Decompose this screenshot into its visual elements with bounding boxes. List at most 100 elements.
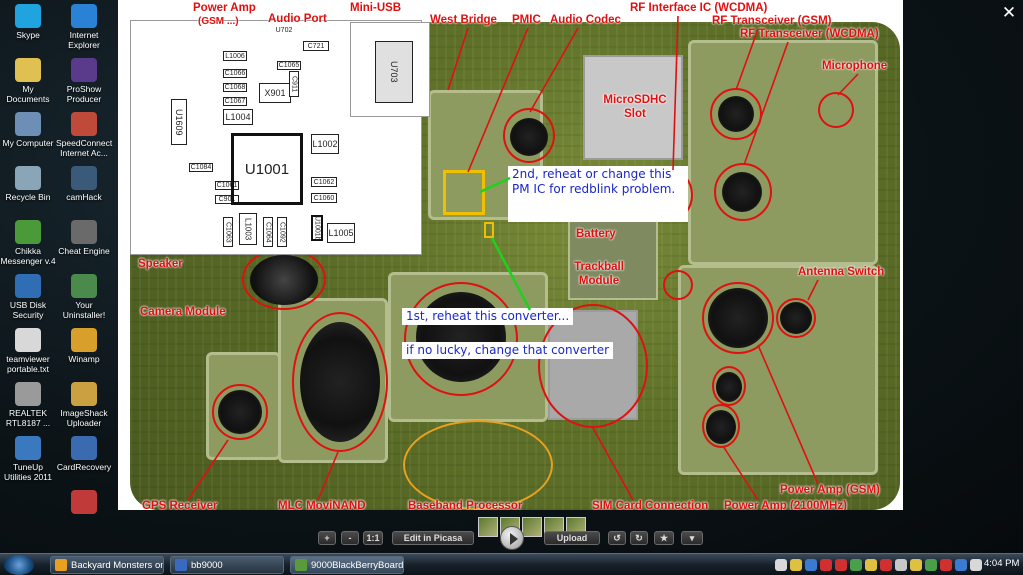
desktop-icon-label: CardRecovery [56, 462, 112, 472]
sch-c1068: C1068 [223, 83, 247, 92]
app-icon [71, 274, 97, 298]
desktop-icon[interactable]: REALTEK RTL8187 ... [0, 382, 56, 428]
actual-size-button[interactable]: 1:1 [363, 531, 383, 545]
desktop-icon[interactable]: SpeedConnect Internet Ac... [56, 112, 112, 158]
tray-icon[interactable] [925, 559, 937, 571]
zoom-out-button[interactable]: - [341, 531, 359, 545]
label-gps-receiver: GPS Receiver [142, 500, 218, 510]
desktop-icon[interactable]: Your Uninstaller! [56, 274, 112, 320]
app-icon [71, 58, 97, 82]
taskbar-button-bb9000[interactable]: bb9000 [170, 556, 284, 574]
close-viewer-button[interactable]: ✕ [1001, 3, 1017, 23]
desktop-icon[interactable]: Chikka Messenger v.4 [0, 220, 56, 266]
tray-icon[interactable] [835, 559, 847, 571]
pm-ic-highlight-box [443, 170, 485, 215]
desktop-icon[interactable]: TuneUp Utilities 2011 [0, 436, 56, 482]
taskbar-clock[interactable]: 4:04 PM [984, 558, 1020, 569]
arrow-converter [490, 237, 532, 311]
ring-rf-wcdma [714, 163, 772, 221]
desktop-icon[interactable]: My Computer [0, 112, 56, 148]
label-camera-module: Camera Module [140, 306, 226, 318]
desktop-icon[interactable]: Skype [0, 4, 56, 40]
tray-icon[interactable] [895, 559, 907, 571]
label-trackball-module: Trackball Module [574, 261, 624, 287]
sch-l1002: L1002 [311, 134, 339, 154]
desktop-icon[interactable]: Winamp [56, 328, 112, 364]
tray-icon[interactable] [850, 559, 862, 571]
sch-c1062: C1062 [311, 177, 337, 187]
label-antenna-switch: Antenna Switch [798, 266, 885, 278]
desktop-icon[interactable]: My Documents [0, 58, 56, 104]
desktop-icon[interactable]: Cheat Engine [56, 220, 112, 256]
line-rf-interface [672, 15, 679, 171]
star-button[interactable]: ★ [654, 531, 674, 545]
line-pa-2100 [722, 445, 759, 501]
desktop-icon-label: Recycle Bin [5, 192, 51, 202]
start-button[interactable] [4, 555, 34, 575]
desktop-icon[interactable]: Recycle Bin [0, 166, 56, 202]
tray-icon[interactable] [955, 559, 967, 571]
taskbar-button-backyard-monsters[interactable]: Backyard Monsters on... [50, 556, 164, 574]
line-nand [317, 451, 339, 501]
desktop-icon-label: Internet Explorer [68, 30, 100, 50]
system-tray [775, 556, 982, 574]
ring-power-amp-b [702, 404, 740, 448]
tray-icon[interactable] [940, 559, 952, 571]
sch-c1092: C1092 [277, 217, 287, 247]
sch-u703: U703 [375, 41, 413, 103]
tray-icon[interactable] [790, 559, 802, 571]
image-icon [295, 559, 307, 571]
app-icon [71, 166, 97, 190]
schematic-usb-overlay: U703 [350, 22, 430, 117]
desktop-icon[interactable] [56, 490, 112, 516]
sch-l1004: L1004 [223, 109, 253, 125]
app-icon [71, 382, 97, 406]
desktop-icon[interactable]: USB Disk Security [0, 274, 56, 320]
app-icon [71, 220, 97, 244]
desktop-icon-label: Skype [16, 30, 40, 40]
desktop-icon-label: ProShow Producer [66, 84, 102, 104]
taskbar-button-label: 9000BlackBerryBoard.... [311, 559, 404, 571]
label-mlc-movinand: MLC MoviNAND [278, 500, 366, 510]
desktop-icon[interactable]: ImageShack Uploader [56, 382, 112, 428]
desktop-icon-label: Cheat Engine [58, 246, 110, 256]
edit-in-picasa-button[interactable]: Edit in Picasa [392, 531, 474, 545]
tray-icon[interactable] [880, 559, 892, 571]
sch-l1006: L1006 [223, 51, 247, 61]
sch-c1060: C1060 [311, 193, 337, 203]
line-west-bridge [447, 27, 469, 91]
thumbnail[interactable] [522, 517, 542, 537]
rotate-left-button[interactable]: ↺ [608, 531, 626, 545]
app-icon [15, 436, 41, 460]
sch-c1063: C1063 [223, 217, 233, 247]
rotate-right-button[interactable]: ↻ [630, 531, 648, 545]
tray-icon[interactable] [820, 559, 832, 571]
desktop-icon[interactable]: ProShow Producer [56, 58, 112, 104]
desktop-icon[interactable]: CardRecovery [56, 436, 112, 472]
desktop-icon[interactable]: Internet Explorer [56, 4, 112, 50]
tray-icon[interactable] [865, 559, 877, 571]
thumbnail[interactable] [478, 517, 498, 537]
label-sim-card-connection: SIM Card Connection [592, 500, 709, 510]
ring-microphone [818, 92, 854, 128]
taskbar-button-blackberry-board[interactable]: 9000BlackBerryBoard.... [290, 556, 404, 574]
tray-icon[interactable] [910, 559, 922, 571]
note-converter-2: if no lucky, change that converter [402, 342, 614, 359]
upload-button[interactable]: Upload [544, 531, 600, 545]
more-menu-button[interactable]: ▾ [681, 531, 703, 545]
tray-icon[interactable] [970, 559, 982, 571]
app-icon [71, 436, 97, 460]
slideshow-play-button[interactable] [500, 526, 524, 550]
label-rf-transceiver-wcdma: RF Transceiver (WCDMA) [740, 28, 879, 40]
taskbar: Backyard Monsters on... bb9000 9000Black… [0, 553, 1023, 575]
label-microsdhc-slot: MicroSDHC Slot [603, 94, 667, 120]
label-rf-interface: RF Interface IC (WCDMA) [630, 2, 768, 14]
tray-icon[interactable] [805, 559, 817, 571]
line-pa-gsm [757, 344, 819, 485]
desktop-icon-label: Winamp [68, 354, 100, 364]
sch-c1065: C1065 [277, 61, 301, 70]
desktop-icon[interactable]: camHack [56, 166, 112, 202]
tray-icon[interactable] [775, 559, 787, 571]
zoom-in-button[interactable]: + [318, 531, 336, 545]
desktop-icon[interactable]: teamviewer portable.txt [0, 328, 56, 374]
